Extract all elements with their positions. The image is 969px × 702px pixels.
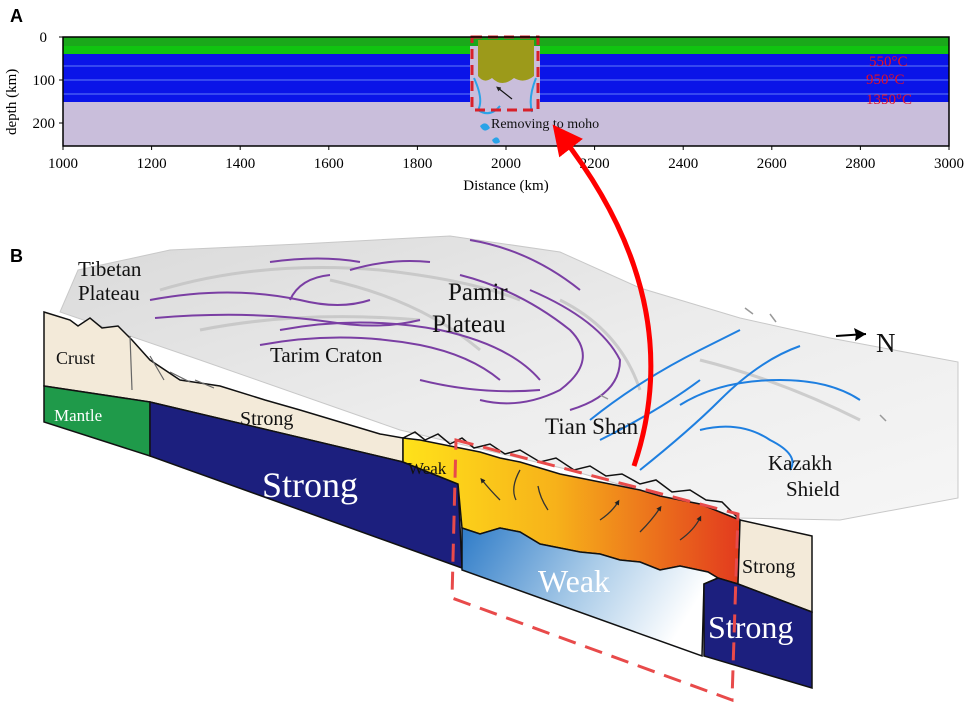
y-axis: 0 100 200 depth (km) <box>4 30 63 135</box>
surface-topography <box>402 431 741 521</box>
label-strong-mantle-left: Strong <box>262 465 358 505</box>
thrust-symbols <box>599 307 887 422</box>
label-weak-mantle: Weak <box>538 563 610 599</box>
label-tian-shan: Tian Shan <box>545 414 639 439</box>
x-tick-label: 2000 <box>491 156 521 172</box>
sinking-blocks <box>480 123 500 144</box>
label-tarim-craton: Tarim Craton <box>270 343 383 367</box>
label-tibetan-plateau-line1: Tibetan <box>78 257 142 281</box>
panel-a: A Removing to moho 550°C 950°C 1350°C <box>4 6 964 194</box>
north-arrow-head-icon <box>854 328 866 341</box>
isotherm-label-1350: 1350°C <box>866 92 912 108</box>
label-crust: Crust <box>56 348 95 368</box>
x-axis-label: Distance (km) <box>463 178 548 194</box>
annotation-removing-to-moho: Removing to moho <box>491 117 599 132</box>
pamir-fault-lines <box>149 239 622 411</box>
model-cross-section: Removing to moho 550°C 950°C 1350°C <box>62 35 950 147</box>
highlight-box-b <box>450 438 740 702</box>
x-tick-label: 2400 <box>668 156 698 172</box>
delaminating-crust <box>478 40 534 83</box>
crust-fractures <box>129 335 215 391</box>
cross-section-block: Crust Mantle Strong Strong Weak Weak Str… <box>43 310 813 702</box>
terrain-surface <box>59 235 959 521</box>
x-tick-label: 2600 <box>757 156 787 172</box>
x-tick-label: 1200 <box>137 156 167 172</box>
terrain-map: Tibetan Plateau Pamir Plateau Tarim Crat… <box>59 235 959 521</box>
connecting-arrow <box>552 124 654 467</box>
panel-b-label: B <box>10 246 23 266</box>
x-tick-label: 2800 <box>845 156 875 172</box>
panel-b: B <box>10 124 959 702</box>
flow-arrows <box>480 469 702 541</box>
panel-a-label: A <box>10 6 23 26</box>
y-axis-label: depth (km) <box>4 69 20 135</box>
x-tick-label: 3000 <box>934 156 964 172</box>
mantle-strong-right <box>703 577 813 690</box>
label-pamir-plateau-line1: Pamir <box>448 279 508 306</box>
x-tick-label: 1600 <box>314 156 344 172</box>
north-label: N <box>876 328 896 358</box>
isotherm-label-550: 550°C <box>869 54 908 70</box>
x-tick-label: 1800 <box>402 156 432 172</box>
y-tick-label: 0 <box>40 30 48 46</box>
label-tibetan-plateau-line2: Plateau <box>78 281 140 305</box>
label-strong-crust-left: Strong <box>240 408 293 430</box>
label-mantle: Mantle <box>54 406 102 425</box>
label-kazakh-shield-line1: Kazakh <box>768 451 833 475</box>
x-tick-label: 1000 <box>48 156 78 172</box>
isotherm-label-950: 950°C <box>866 72 905 88</box>
mantle-strong-left <box>149 401 463 570</box>
label-weak-crust: Weak <box>408 459 447 478</box>
label-strong-mantle-right: Strong <box>708 609 793 645</box>
relief-shading <box>159 266 861 422</box>
y-tick-label: 200 <box>33 116 56 132</box>
x-tick-label: 1400 <box>225 156 255 172</box>
label-kazakh-shield-line2: Shield <box>786 477 840 501</box>
tian-shan-fault-lines <box>589 329 861 471</box>
label-strong-crust-right: Strong <box>742 556 795 578</box>
y-tick-label: 100 <box>33 73 56 89</box>
annotation-arrow <box>496 86 513 100</box>
label-pamir-plateau-line2: Plateau <box>432 311 506 338</box>
